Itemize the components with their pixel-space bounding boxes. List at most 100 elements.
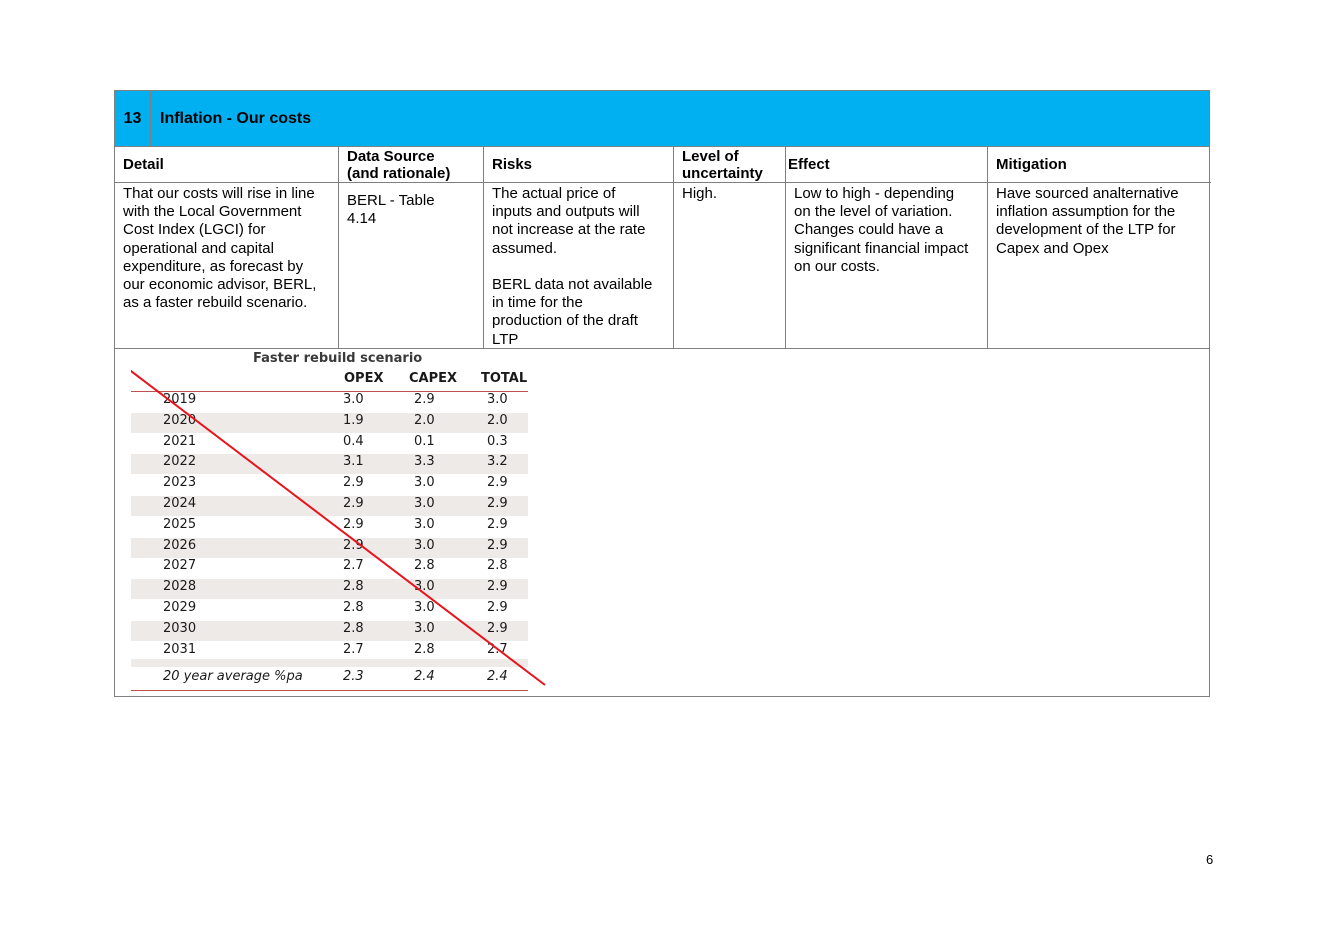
capex-cell: 0.1 [414, 433, 435, 449]
table-row: 2021 0.4 0.1 0.3 [131, 434, 528, 454]
opex-cell: 2.9 [343, 475, 364, 491]
opex-cell: 2.9 [343, 537, 364, 553]
year-cell: 2023 [163, 475, 197, 491]
strike-through-line [131, 369, 546, 686]
opex-cell: 0.4 [343, 433, 364, 449]
header-opex: OPEX [344, 371, 384, 386]
total-cell: 2.9 [487, 496, 508, 511]
total-cell: 2.9 [487, 600, 508, 615]
year-cell: 2019 [163, 392, 197, 407]
average-row: 20 year average %pa 2.3 2.4 2.4 [131, 669, 528, 691]
capex-cell: 3.0 [414, 496, 435, 511]
capex-cell: 3.0 [414, 475, 435, 491]
scenario-header-row: OPEX CAPEX TOTAL [131, 371, 528, 392]
column-head-data-source: Data Source (and rationale) [339, 147, 483, 183]
capex-cell: 2.8 [414, 558, 435, 574]
year-cell: 2020 [163, 412, 197, 428]
table-row: 2029 2.8 3.0 2.9 [131, 600, 528, 620]
year-cell: 2022 [163, 454, 197, 470]
table-row: 2027 2.7 2.8 2.8 [131, 558, 528, 578]
column-uncertainty: Level of uncertainty High. [674, 147, 786, 348]
column-head-mitigation: Mitigation [988, 147, 1211, 183]
opex-cell: 2.9 [343, 496, 364, 511]
column-body-detail: That our costs will rise in line with th… [123, 185, 317, 312]
section-header: 13 Inflation - Our costs [115, 91, 1209, 147]
total-cell: 2.9 [487, 579, 508, 595]
table-row: 2025 2.9 3.0 2.9 [131, 517, 528, 537]
header-capex: CAPEX [409, 371, 458, 386]
total-cell: 0.3 [487, 433, 508, 449]
total-cell: 2.9 [487, 620, 508, 636]
spacer-row [131, 659, 528, 667]
column-body-risks: The actual price of inputs and outputs w… [492, 185, 653, 348]
year-cell: 2021 [163, 433, 197, 449]
opex-cell: 2.8 [343, 579, 364, 595]
column-head-risks: Risks [484, 147, 673, 183]
average-label: 20 year average %pa [163, 669, 303, 684]
average-total: 2.4 [487, 669, 508, 684]
section-title: Inflation - Our costs [160, 110, 312, 127]
total-cell: 3.0 [487, 392, 508, 407]
average-opex: 2.3 [343, 669, 364, 684]
table-divider [115, 348, 1209, 349]
column-head-effect: Effect [786, 147, 987, 183]
year-cell: 2031 [163, 641, 197, 657]
header-total: TOTAL [481, 371, 528, 386]
column-body-uncertainty: High. [682, 185, 718, 202]
table-row: 2019 3.0 2.9 3.0 [131, 392, 528, 412]
capex-cell: 3.3 [414, 454, 435, 470]
table-row: 2020 1.9 2.0 2.0 [131, 412, 528, 433]
scenario-title: Faster rebuild scenario [253, 351, 423, 366]
year-cell: 2026 [163, 537, 197, 553]
capex-cell: 3.0 [414, 537, 435, 553]
opex-cell: 2.8 [343, 600, 364, 615]
column-effect: Effect Low to high - depending on the le… [786, 147, 988, 348]
column-head-detail: Detail [115, 147, 338, 183]
column-body-effect: Low to high - depending on the level of … [794, 185, 969, 275]
opex-cell: 2.7 [343, 558, 364, 574]
capex-cell: 2.9 [414, 392, 435, 407]
opex-cell: 2.9 [343, 516, 364, 532]
total-cell: 3.2 [487, 454, 508, 470]
opex-cell: 1.9 [343, 412, 364, 428]
total-cell: 2.9 [487, 537, 508, 553]
opex-cell: 2.7 [343, 641, 364, 657]
average-capex: 2.4 [414, 669, 435, 684]
year-cell: 2027 [163, 558, 197, 574]
assumption-columns: Detail That our costs will rise in line … [115, 147, 1211, 348]
capex-cell: 3.0 [414, 516, 435, 532]
year-cell: 2024 [163, 496, 197, 511]
column-body-data-source: BERL - Table 4.14 [347, 192, 435, 228]
page-number: 6 [1206, 852, 1214, 867]
opex-cell: 2.8 [343, 620, 364, 636]
year-cell: 2028 [163, 579, 197, 595]
column-data-source: Data Source (and rationale) BERL - Table… [339, 147, 484, 348]
column-detail: Detail That our costs will rise in line … [115, 147, 339, 348]
total-cell: 2.8 [487, 558, 508, 574]
capex-cell: 3.0 [414, 600, 435, 615]
column-head-uncertainty: Level of uncertainty [674, 147, 785, 183]
capex-cell: 3.0 [414, 620, 435, 636]
table-row: 2024 2.9 3.0 2.9 [131, 496, 528, 516]
assumption-table: 13 Inflation - Our costs Detail That our… [114, 90, 1211, 697]
table-row: 2026 2.9 3.0 2.9 [131, 537, 528, 558]
opex-cell: 3.0 [343, 392, 364, 407]
section-number: 13 [115, 91, 151, 146]
table-row: 2023 2.9 3.0 2.9 [131, 475, 528, 495]
total-cell: 2.9 [487, 516, 508, 532]
year-cell: 2025 [163, 516, 197, 532]
table-row: 2022 3.1 3.3 3.2 [131, 454, 528, 475]
total-cell: 2.0 [487, 412, 508, 428]
year-cell: 2030 [163, 620, 197, 636]
column-risks: Risks The actual price of inputs and out… [484, 147, 674, 348]
table-row: 2030 2.8 3.0 2.9 [131, 620, 528, 641]
year-cell: 2029 [163, 600, 197, 615]
opex-cell: 3.1 [343, 454, 364, 470]
capex-cell: 2.8 [414, 641, 435, 657]
strike-line [131, 369, 546, 686]
column-mitigation: Mitigation Have sourced analternative in… [988, 147, 1211, 348]
capex-cell: 2.0 [414, 412, 435, 428]
total-cell: 2.9 [487, 475, 508, 491]
column-body-mitigation: Have sourced analternative inflation ass… [996, 185, 1179, 257]
